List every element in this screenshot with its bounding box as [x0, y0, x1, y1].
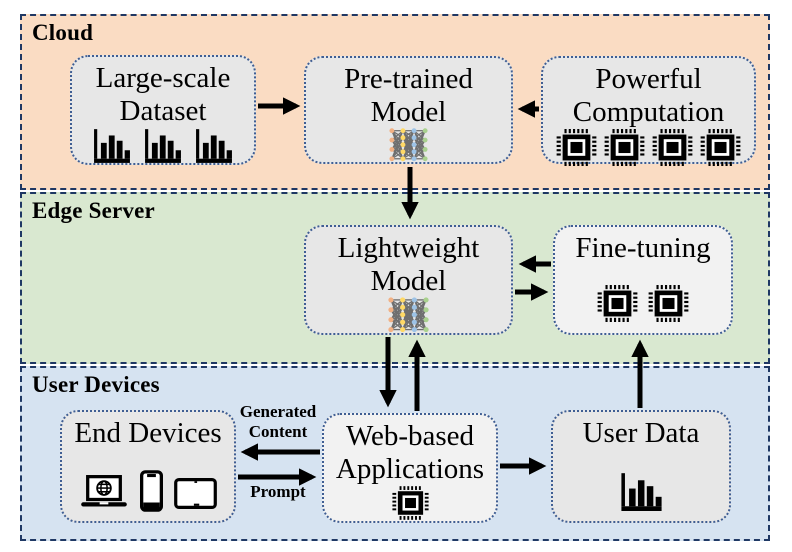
node-label: Pre-trained [344, 63, 473, 95]
arrow-label-line: Content [248, 421, 308, 441]
node-label: End Devices [74, 417, 222, 449]
arrow-label-prompt: Prompt [250, 482, 306, 501]
node-label: Powerful [595, 63, 702, 95]
node-user-data: User Data [551, 410, 731, 523]
neural-network-icon [389, 127, 428, 161]
chip-icon [700, 129, 741, 166]
chip-icon [556, 129, 597, 166]
node-label: Lightweight [337, 232, 480, 264]
node-label: Web-based [345, 420, 475, 452]
user-data-icon-row [620, 472, 663, 511]
node-label: Model [370, 264, 447, 297]
node-label: Model [370, 95, 447, 128]
node-label: Computation [572, 95, 725, 128]
neural-network-icon [388, 296, 429, 332]
node-label: Fine-tuning [575, 232, 711, 264]
bar-chart-icon [93, 128, 131, 163]
node-label: Large-scale [95, 62, 231, 94]
chip-icon [652, 129, 693, 166]
arrow-label-generated-content: Generated Content [232, 402, 324, 441]
computation-icon-row [556, 129, 741, 166]
node-label: User Data [582, 417, 700, 449]
web-apps-icon-row [392, 486, 429, 520]
node-lightweight-model: Lightweight Model [304, 225, 513, 335]
node-end-devices: End Devices [60, 410, 236, 523]
node-large-scale-dataset: Large-scale Dataset [70, 55, 256, 165]
bar-chart-icon [195, 128, 233, 163]
node-pretrained-model: Pre-trained Model [304, 56, 513, 164]
chip-icon [604, 129, 645, 166]
layer-title-edge-server: Edge Server [32, 198, 155, 223]
fine-tuning-icon-row [597, 285, 689, 322]
dataset-icon-row [93, 128, 233, 163]
bar-chart-icon [620, 472, 663, 511]
end-devices-icon-row [79, 470, 217, 512]
arrow-label-line: Generated [239, 402, 317, 421]
chip-icon [648, 285, 689, 322]
node-label: Dataset [119, 94, 207, 127]
laptop-icon [79, 475, 129, 512]
smartphone-icon [140, 470, 163, 512]
layer-title-cloud: Cloud [32, 20, 94, 45]
node-web-based-applications: Web-based Applications [322, 413, 498, 523]
layer-title-user-devices: User Devices [32, 372, 160, 397]
node-powerful-computation: Powerful Computation [541, 56, 756, 164]
chip-icon [392, 486, 429, 520]
tablet-icon [174, 478, 217, 509]
chip-icon [597, 285, 638, 322]
node-label: Applications [335, 452, 485, 485]
bar-chart-icon [144, 128, 182, 163]
node-fine-tuning: Fine-tuning [553, 225, 733, 335]
